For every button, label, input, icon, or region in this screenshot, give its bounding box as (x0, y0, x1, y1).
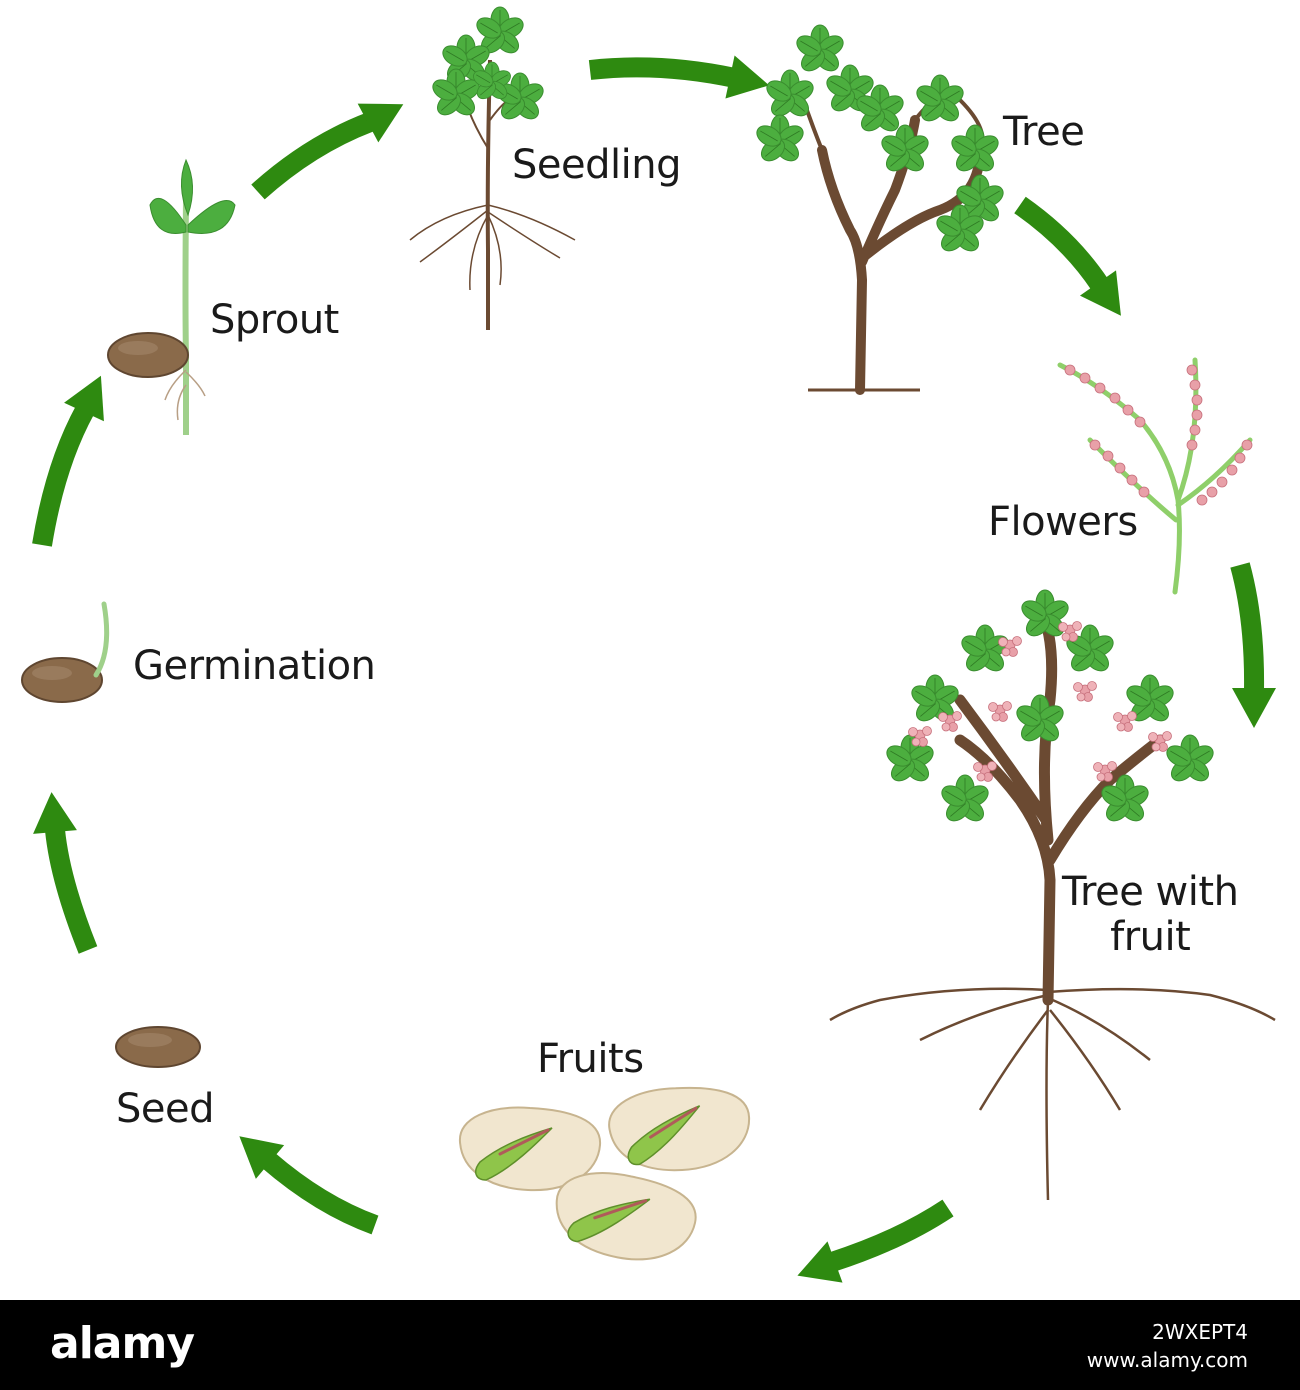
label-tree-with-fruit-line1: Tree with (1062, 869, 1239, 915)
label-sprout: Sprout (210, 297, 339, 343)
flowers-illustration (1057, 357, 1253, 595)
sprout-illustration (107, 158, 236, 435)
fruits-illustration (458, 1078, 756, 1270)
seedling-illustration (409, 7, 576, 330)
label-tree-with-fruit: Tree with fruit (1062, 869, 1239, 960)
arrow-tree-to-fruits (789, 1199, 954, 1297)
arrow-tree-to-flowers (1014, 196, 1139, 329)
seed-illustration (115, 1026, 201, 1068)
label-seedling: Seedling (512, 142, 681, 188)
arrow-germination-to-sprout (32, 366, 121, 547)
arrow-flowers-to-tree-with-fruit (1230, 562, 1276, 728)
life-cycle-diagram: Seedling Tree Sprout Flowers Germination… (21, 0, 1276, 1297)
arrow-seedling-to-tree (588, 55, 774, 107)
arrow-sprout-to-seedling (251, 84, 414, 200)
label-tree-with-fruit-line2: fruit (1110, 913, 1191, 960)
life-cycle-illustration (21, 0, 1276, 1297)
arrow-seed-to-germination (29, 790, 98, 954)
watermark-footer: alamy 2WXEPT4 www.alamy.com (0, 1300, 1300, 1390)
site-url: www.alamy.com (1086, 1348, 1248, 1372)
germination-illustration (21, 601, 110, 703)
image-id: 2WXEPT4 (1152, 1320, 1248, 1344)
image-id-block: 2WXEPT4 www.alamy.com (1087, 1318, 1248, 1374)
arrow-fruits-to-seed (225, 1119, 379, 1235)
label-seed: Seed (116, 1086, 215, 1132)
label-flowers: Flowers (988, 499, 1138, 545)
tree-illustration (753, 25, 1007, 395)
label-germination: Germination (133, 643, 376, 689)
label-fruits: Fruits (537, 1036, 644, 1082)
tree-with-fruit-illustration (829, 590, 1276, 1201)
alamy-logo: alamy (50, 1318, 195, 1369)
label-tree: Tree (1003, 109, 1085, 155)
